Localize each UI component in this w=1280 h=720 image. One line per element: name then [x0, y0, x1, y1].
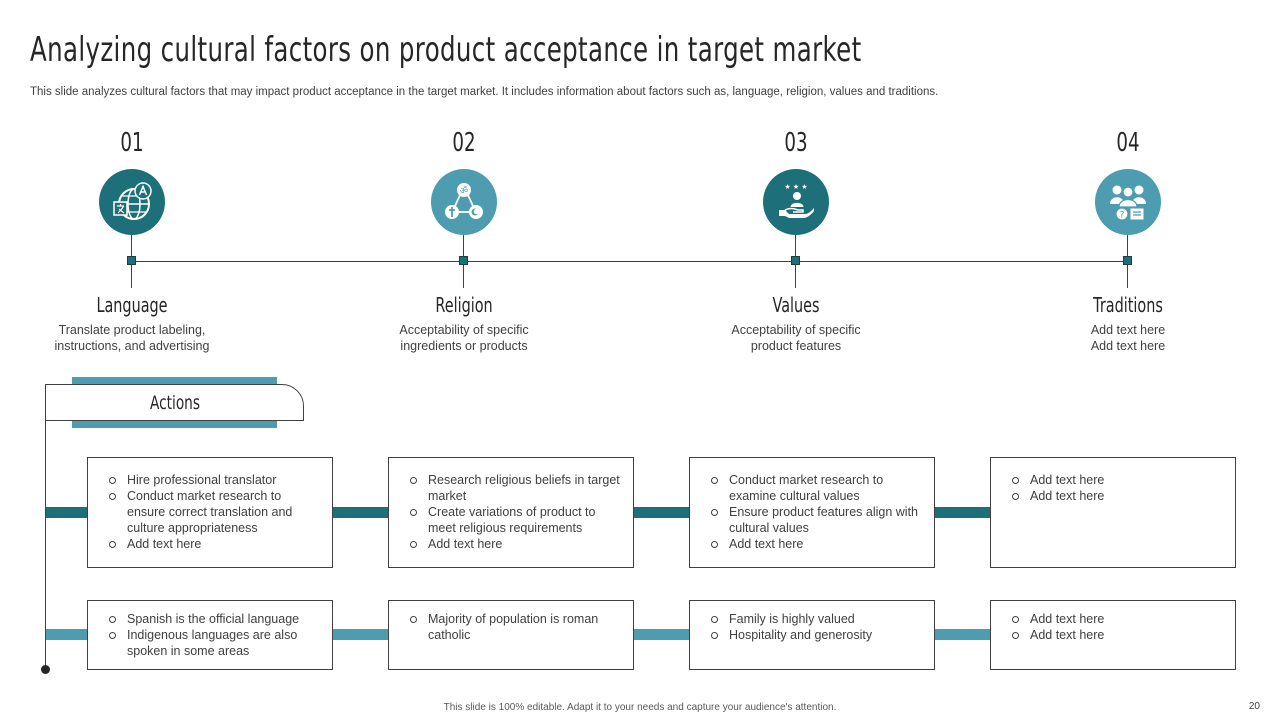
action-bullet: Add text here — [1012, 472, 1223, 488]
action-bullet: Conduct market research to examine cultu… — [711, 472, 922, 504]
row1-connector — [332, 507, 389, 518]
row2-connector — [332, 629, 389, 640]
timeline-node-2 — [459, 256, 468, 265]
language-globe-icon — [99, 169, 165, 235]
svg-text:?: ? — [1120, 211, 1125, 221]
actions-label: Actions — [150, 392, 200, 414]
timeline-node-1 — [127, 256, 136, 265]
factor-name-values: Values — [772, 293, 820, 317]
factor-number-2: 02 — [452, 128, 476, 158]
actions-line-end-dot — [41, 665, 50, 674]
action-bullet: Ensure product features align with cultu… — [711, 504, 922, 536]
timeline-node-4 — [1123, 256, 1132, 265]
info-bullet: Add text here — [1012, 627, 1223, 643]
info-bullet: Spanish is the official language — [109, 611, 320, 627]
factor-name-religion: Religion — [435, 293, 493, 317]
row2-connector — [633, 629, 690, 640]
action-bullet: Create variations of product to meet rel… — [410, 504, 621, 536]
action-bullet: Add text here — [109, 536, 320, 552]
info-box-traditions: Add text here Add text here — [990, 600, 1236, 670]
row1-connector — [934, 507, 991, 518]
factor-description-religion: Acceptability of specific ingredients or… — [399, 323, 529, 353]
footer-note: This slide is 100% editable. Adapt it to… — [443, 702, 837, 713]
slide-subtitle: This slide analyzes cultural factors tha… — [30, 86, 939, 98]
info-bullet: Majority of population is roman catholic — [410, 611, 621, 643]
info-bullet: Add text here — [1012, 611, 1223, 627]
timeline-line — [132, 261, 1129, 262]
action-box-language: Hire professional translator Conduct mar… — [87, 457, 333, 568]
row1-connector — [46, 507, 88, 518]
info-box-language: Spanish is the official language Indigen… — [87, 600, 333, 670]
factor-name-language: Language — [96, 293, 168, 317]
action-bullet: Hire professional translator — [109, 472, 320, 488]
action-box-religion: Research religious beliefs in target mar… — [388, 457, 634, 568]
action-bullet: Research religious beliefs in target mar… — [410, 473, 620, 503]
actions-tab — [45, 384, 304, 421]
row1-connector — [633, 507, 690, 518]
action-bullet: Add text here — [410, 536, 621, 552]
actions-accent-bar-bottom — [72, 421, 277, 428]
action-box-traditions: Add text here Add text here — [990, 457, 1236, 568]
info-bullet: Indigenous languages are also spoken in … — [109, 627, 320, 659]
timeline-node-3 — [791, 256, 800, 265]
action-bullet: Add text here — [711, 536, 922, 552]
factor-description-language: Translate product labeling, instructions… — [54, 323, 210, 353]
action-bullet: Conduct market research to ensure correc… — [109, 488, 320, 536]
row2-connector — [46, 629, 88, 640]
info-bullet: Family is highly valued — [711, 611, 922, 627]
row2-connector — [934, 629, 991, 640]
info-bullet: Hospitality and generosity — [711, 627, 922, 643]
svg-text:ॐ: ॐ — [460, 186, 468, 197]
religion-symbols-icon: ॐ — [431, 169, 497, 235]
factor-description-values: Acceptability of specific product featur… — [731, 323, 861, 353]
page-number: 20 — [1248, 701, 1260, 712]
svg-text:★ ★ ★: ★ ★ ★ — [784, 183, 807, 191]
info-box-values: Family is highly valued Hospitality and … — [689, 600, 935, 670]
factor-number-1: 01 — [120, 128, 144, 158]
factor-number-4: 04 — [1116, 128, 1140, 158]
action-bullet: Add text here — [1012, 488, 1223, 504]
action-box-values: Conduct market research to examine cultu… — [689, 457, 935, 568]
actions-vertical-line — [45, 421, 46, 669]
slide-title: Analyzing cultural factors on product ac… — [30, 30, 862, 70]
factor-number-3: 03 — [784, 128, 808, 158]
info-box-religion: Majority of population is roman catholic — [388, 600, 634, 670]
actions-accent-bar-top — [72, 377, 277, 384]
values-hand-person-icon: ★ ★ ★ — [763, 169, 829, 235]
traditions-group-icon: ? — [1095, 169, 1161, 235]
factor-name-traditions: Traditions — [1093, 293, 1163, 317]
factor-description-traditions: Add text here Add text here — [1090, 323, 1166, 353]
